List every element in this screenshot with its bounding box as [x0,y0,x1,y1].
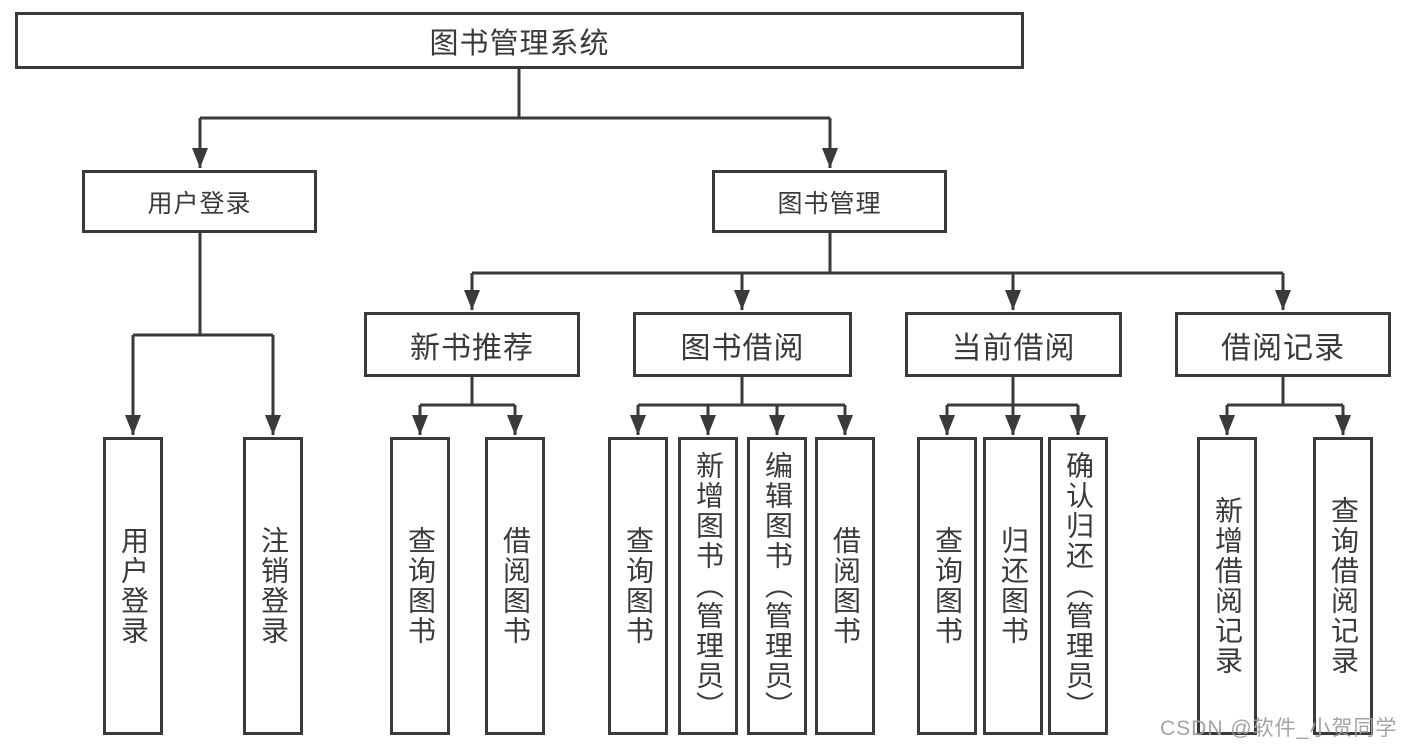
node-label: 新书推荐 [410,331,534,365]
leaf-label: 查询图书 [623,526,654,646]
node-book-management: 图书管理 [712,170,947,233]
node-current-borrow: 当前借阅 [905,312,1122,377]
node-label: 图书管理 [777,189,882,218]
node-label: 当前借阅 [951,331,1076,365]
leaf-confirm-return-admin: 确认归还（管理员） [1048,437,1108,735]
leaf-add-borrow-record: 新增借阅记录 [1197,437,1257,735]
leaf-logout: 注销登录 [243,437,303,735]
node-label: 借阅记录 [1221,331,1345,365]
leaf-query-borrow-record: 查询借阅记录 [1313,437,1373,735]
node-user-login: 用户登录 [82,170,317,233]
leaf-borrow-books-1: 借阅图书 [485,437,545,735]
leaf-label: 确认归还（管理员） [1063,451,1094,721]
leaf-borrow-books-2: 借阅图书 [815,437,875,735]
csdn-watermark: CSDN @软件_小贺同学 [1160,717,1398,740]
leaf-label: 查询借阅记录 [1328,496,1359,676]
leaf-label: 新增借阅记录 [1212,496,1243,676]
leaf-label: 用户登录 [118,526,149,646]
leaf-edit-books-admin: 编辑图书（管理员） [747,437,807,735]
leaf-query-books-3: 查询图书 [917,437,977,735]
node-label: 图书借阅 [680,331,805,365]
leaf-label: 借阅图书 [830,526,861,646]
node-new-book-recommend: 新书推荐 [364,312,580,377]
node-label: 用户登录 [147,189,252,218]
node-borrow-records: 借阅记录 [1175,312,1391,377]
leaf-label: 注销登录 [258,526,289,646]
leaf-user-login: 用户登录 [103,437,163,735]
leaf-label: 查询图书 [405,526,436,646]
leaf-add-books-admin: 新增图书（管理员） [678,437,738,735]
leaf-return-books: 归还图书 [983,437,1043,735]
node-root-label: 图书管理系统 [429,27,610,60]
leaf-label: 归还图书 [998,526,1029,646]
node-book-borrow: 图书借阅 [633,312,852,377]
leaf-label: 查询图书 [932,526,963,646]
connector-trunks [133,69,1343,407]
node-root: 图书管理系统 [15,12,1024,69]
leaf-label: 新增图书（管理员） [693,451,724,721]
leaf-label: 借阅图书 [500,526,531,646]
leaf-query-books-1: 查询图书 [390,437,450,735]
leaf-query-books-2: 查询图书 [608,437,668,735]
leaf-label: 编辑图书（管理员） [762,451,793,721]
